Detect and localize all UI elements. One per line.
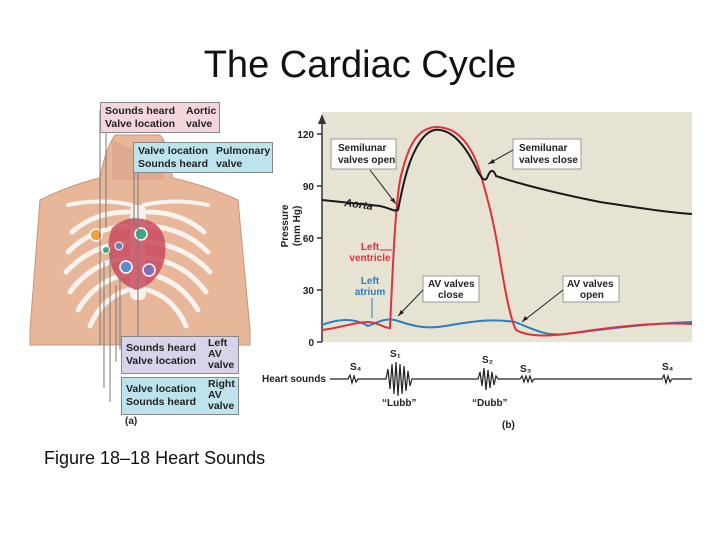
y-tick-30: 30 [303,286,315,297]
lubb-label: “Lubb” [382,398,416,409]
heart-sounds-trace [330,361,692,397]
slide-title: The Cardiac Cycle [203,44,517,86]
aortic-valve-box: Sounds heard Valve location Aortic valve [100,102,220,133]
svg-text:valves open: valves open [338,155,395,166]
heart-sounds-label: Heart sounds [262,374,326,385]
s4-second-label: S₄ [662,362,674,373]
left-ventricle-label-2: ventricle [349,253,391,264]
aorta-label: Aorta [343,197,374,213]
right-av-marker [119,260,133,274]
svg-text:valves close: valves close [519,155,578,166]
panel-b-label: (b) [502,420,515,431]
callout-semilunar-close: Semilunar valves close [487,138,582,170]
y-axis-label: Pressure [280,204,291,247]
y-tick-0: 0 [308,338,314,349]
left-ventricle-label-1: Left [361,242,380,253]
callout-av-close: AV valves close [397,275,480,317]
figure-caption: Figure 18–18 Heart Sounds [44,448,266,468]
pulmonary-valve-box: Valve location Sounds heard Pulmonary va… [133,142,273,173]
callout-semilunar-open: Semilunar valves open [330,138,397,205]
right-av-valve-box: Valve location Sounds heard Right AV val… [121,377,239,415]
callout-av-open: AV valves open [521,275,620,323]
left-atrium-label-1: Left [361,276,380,287]
svg-text:Semilunar: Semilunar [338,143,386,154]
y-tick-90: 90 [303,182,315,193]
y-tick-120: 120 [297,130,314,141]
svg-text:open: open [580,290,604,301]
s1-label: S₁ [390,349,401,360]
svg-text:AV valves: AV valves [428,279,475,290]
dubb-label: “Dubb” [472,398,508,409]
y-axis-unit: (mm Hg) [292,206,303,247]
panel-a-label: (a) [125,416,138,427]
left-av-marker [142,263,156,277]
svg-text:close: close [438,290,464,301]
svg-text:Semilunar: Semilunar [519,143,567,154]
s4-first-label: S₄ [350,362,362,373]
s3-label: S₃ [520,364,532,375]
y-tick-60: 60 [303,234,315,245]
s2-label: S₂ [482,355,493,366]
aortic-marker [89,228,103,242]
aorta-curve [321,128,693,215]
svg-text:AV valves: AV valves [567,279,614,290]
left-ventricle-curve [321,125,693,337]
left-atrium-label-2: atrium [355,287,386,298]
left-av-valve-box: Sounds heard Valve location Left AV valv… [121,336,239,374]
